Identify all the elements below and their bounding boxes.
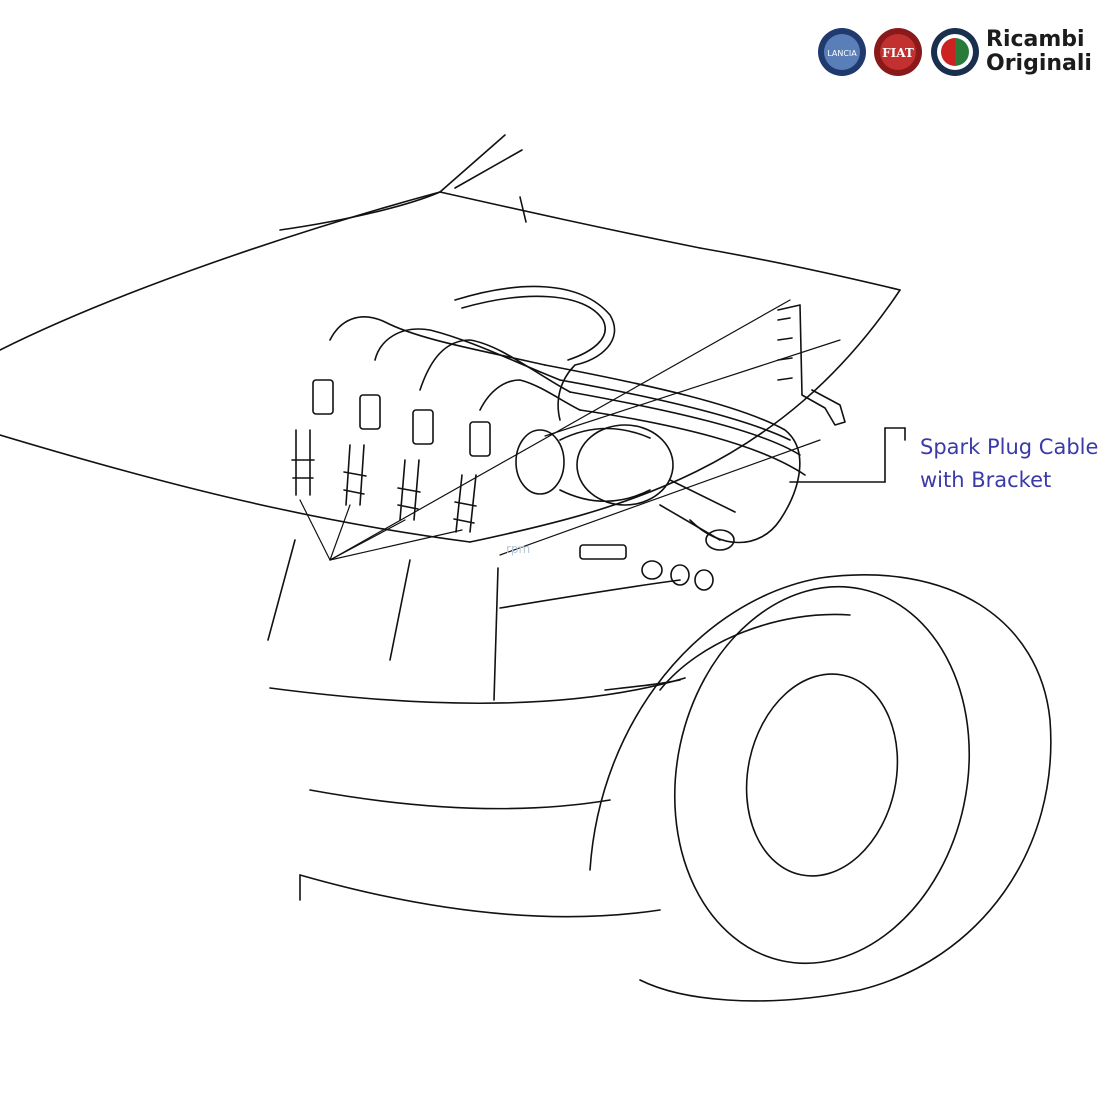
spark-plug-cable-harness [312, 285, 806, 544]
brand-line-2: Originali [986, 51, 1092, 76]
brand-block: Ricambi Originali [816, 24, 1096, 88]
watermark: rpm [506, 542, 531, 556]
stud-and-nuts [579, 544, 714, 591]
leader-lines [299, 299, 841, 561]
brand-line-1: Ricambi [986, 27, 1085, 52]
car-hood [0, 134, 901, 543]
front-wheel [589, 574, 1052, 1002]
callout-line-2: with Bracket [920, 468, 1052, 492]
svg-text:FIAT: FIAT [882, 46, 914, 60]
cable-bracket [777, 304, 846, 426]
distributor [515, 424, 736, 551]
brand-logos: LANCIA FIAT [818, 28, 979, 76]
callout-bracket [789, 427, 906, 483]
spark-plugs [291, 429, 477, 533]
callout-label: Spark Plug Cable with Bracket [920, 431, 1098, 497]
svg-text:LANCIA: LANCIA [827, 49, 857, 58]
car-front-body [267, 539, 686, 918]
callout-line-1: Spark Plug Cable [920, 435, 1099, 459]
brand-tagline: Ricambi Originali [986, 28, 1092, 76]
